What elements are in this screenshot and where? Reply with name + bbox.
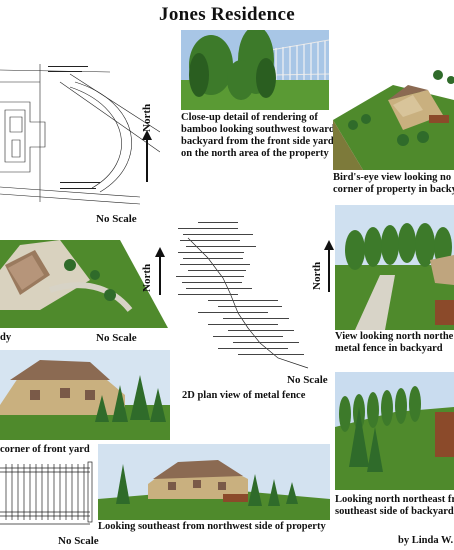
fence-plan-caption: 2D plan view of metal fence — [182, 390, 306, 401]
north-label: North — [141, 103, 153, 132]
bamboo-render-image — [181, 30, 329, 110]
aerial-left-image — [0, 240, 168, 330]
no-scale-label-2: No Scale — [96, 332, 137, 344]
author-credit: by Linda W. — [398, 535, 454, 546]
north-arrow — [140, 130, 154, 182]
no-scale-label-4: No Scale — [58, 535, 99, 547]
north-ne-image — [335, 372, 454, 490]
north-ne-caption: Looking north northeast fr southeast sid… — [335, 494, 454, 517]
fence-plan-drawing — [168, 218, 318, 373]
dy-caption: dy — [0, 332, 12, 343]
bamboo-caption: Close-up detail of rendering of bamboo l… — [181, 112, 339, 159]
north-label-3: North — [311, 261, 323, 290]
front-yard-caption: corner of front yard — [0, 444, 90, 455]
no-scale-label: No Scale — [96, 213, 137, 225]
southeast-caption: Looking southeast from northwest side of… — [98, 521, 326, 532]
fence-north-caption: View looking north northe metal fence in… — [335, 331, 454, 354]
fence-north-image — [335, 205, 454, 330]
site-plan-drawing — [0, 62, 160, 210]
birdseye-caption: Bird's-eye view looking no corner of pro… — [333, 172, 454, 195]
page-title: Jones Residence — [159, 4, 295, 25]
no-scale-label-3: No Scale — [287, 374, 328, 386]
north-label-2: North — [141, 263, 153, 292]
north-arrow-3 — [322, 240, 336, 292]
southeast-image — [98, 444, 330, 520]
north-arrow-2 — [153, 247, 167, 295]
front-yard-image — [0, 350, 170, 440]
fence-elevation-drawing — [0, 458, 96, 528]
birdseye-image — [333, 55, 454, 170]
